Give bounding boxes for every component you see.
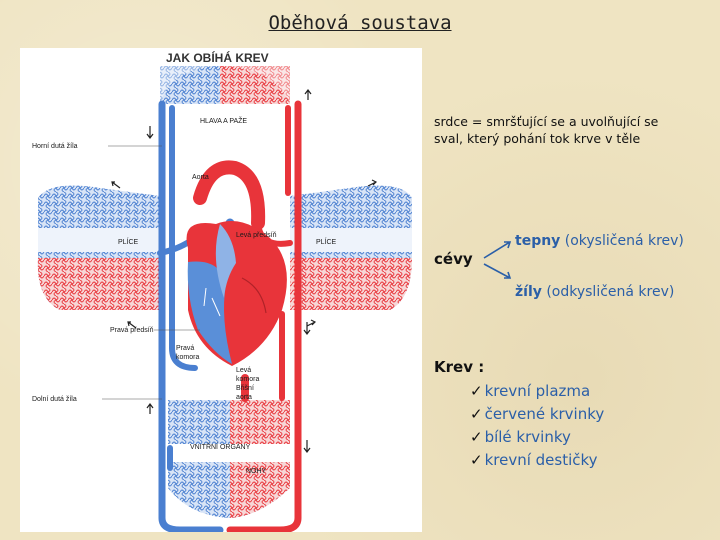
list-item: ✓krevní destičky [470,449,604,472]
arteries-desc: (okysličená krev) [560,233,684,249]
label-left-atrium: Levá předsíň [236,232,277,239]
circulation-svg: JAK OBÍHÁ KREV [32,50,412,532]
label-left-ventricle-2: komora [236,376,259,383]
veins-arrow-icon [483,263,512,279]
heart-definition-text: = smršťující se a uvolňující se sval, kt… [434,114,659,146]
legs-capillaries [168,462,290,518]
organs-capillaries [168,400,290,444]
check-icon: ✓ [470,451,483,469]
blood-heading: Krev : [434,358,485,376]
flow-arrows [111,89,378,453]
label-legs: NOHY [246,468,267,475]
heart [186,221,287,366]
label-abdominal-aorta-2: aorta [236,394,252,401]
list-item: ✓červené krvinky [470,403,604,426]
veins-line: žíly (odkysličená krev) [515,284,674,300]
arteries-line: tepny (okysličená krev) [515,233,684,249]
left-lung [37,185,160,310]
list-item: ✓krevní plazma [470,380,604,403]
label-lungs-left: PLÍCE [118,237,139,246]
check-icon: ✓ [470,428,483,446]
heart-term: srdce [434,114,468,129]
label-left-ventricle-1: Levá [236,367,251,374]
label-right-atrium: Pravá předsíň [110,327,154,334]
label-head-arms: HLAVA A PAŽE [200,116,247,125]
blood-components-list: ✓krevní plazma ✓červené krvinky ✓bílé kr… [470,380,604,472]
vessels-word: cévy [434,250,473,268]
label-lungs-right: PLÍCE [316,237,337,246]
label-right-ventricle-2: komora [176,354,199,361]
label-aorta: Aorta [192,174,209,181]
heart-definition: srdce = smršťující se a uvolňující se sv… [434,113,684,147]
veins-term: žíly [515,284,542,300]
list-item-label: krevní destičky [484,451,598,469]
vessel-arrows [483,241,512,279]
check-icon: ✓ [470,382,483,400]
check-icon: ✓ [470,405,483,423]
arteries-term: tepny [515,233,561,249]
circulation-diagram: JAK OBÍHÁ KREV [20,48,422,532]
list-item-label: bílé krvinky [484,428,571,446]
list-item-label: krevní plazma [484,382,591,400]
head-capillaries [160,66,290,104]
arteries-arrow-icon [483,241,512,259]
list-item: ✓bílé krvinky [470,426,604,449]
label-abdominal-aorta-1: Břišní [236,385,254,392]
diagram-heading: JAK OBÍHÁ KREV [166,50,269,65]
veins-desc: (odkysličená krev) [541,284,675,300]
label-superior-vena-cava: Horní dutá žíla [32,143,78,150]
label-internal-organs: VNITŘNÍ ORGÁNY [190,442,251,451]
list-item-label: červené krvinky [484,405,605,423]
right-lung [290,185,412,310]
label-inferior-vena-cava: Dolní dutá žíla [32,396,77,403]
page-title: Oběhová soustava [268,12,452,34]
label-right-ventricle-1: Pravá [176,345,194,352]
